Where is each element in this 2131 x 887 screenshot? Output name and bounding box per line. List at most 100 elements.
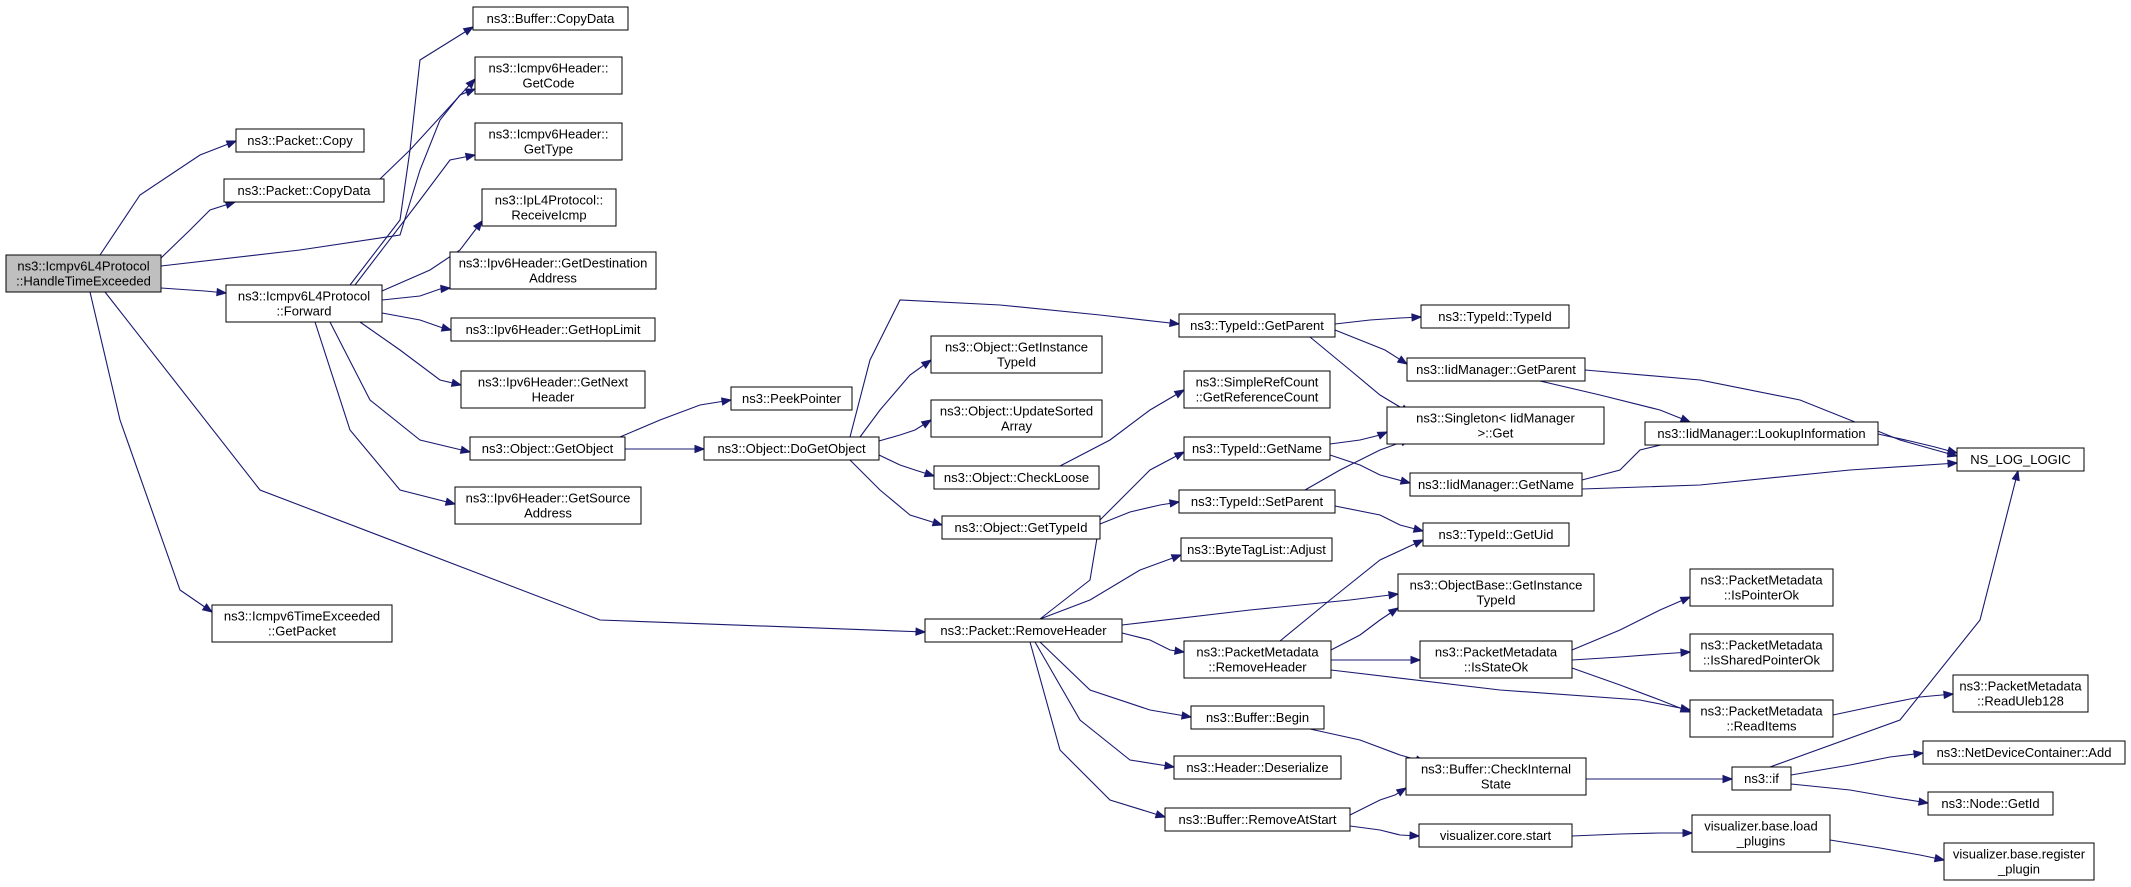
arrowhead-iid_getname-to-ns_log_logic: [1947, 459, 1959, 468]
node-forward[interactable]: ns3::Icmpv6L4Protocol::Forward: [225, 284, 383, 323]
node-box: [1178, 313, 1336, 338]
node-label-line: ns3::IidManager::GetName: [1418, 477, 1574, 492]
node-bytetag_adjust[interactable]: ns3::ByteTagList::Adjust: [1180, 537, 1333, 562]
node-copydata[interactable]: ns3::Packet::CopyData: [223, 178, 385, 203]
arrowhead-root-to-getpacket: [201, 603, 214, 613]
node-label-line: ns3::NetDeviceContainer::Add: [1937, 745, 2112, 760]
node-ndc_add[interactable]: ns3::NetDeviceContainer::Add: [1922, 740, 2126, 765]
node-label-line: ns3::Icmpv6L4Protocol: [238, 289, 370, 304]
node-removeheader[interactable]: ns3::Packet::RemoveHeader: [924, 618, 1123, 643]
node-hdr_deserialize[interactable]: ns3::Header::Deserialize: [1173, 755, 1342, 780]
edge-ns3_if-to-ns_log_logic: [1769, 470, 2019, 768]
node-label-line: ns3::SimpleRefCount: [1196, 375, 1319, 390]
node-iid_lookup[interactable]: ns3::IidManager::LookupInformation: [1644, 421, 1879, 446]
node-box: [1164, 807, 1351, 832]
arrowhead-forward-to-gettype: [464, 152, 477, 162]
edge-forward-to-receiveicmp: [381, 220, 483, 292]
node-receiveicmp[interactable]: ns3::IpL4Protocol::ReceiveIcmp: [481, 188, 617, 227]
node-label-line: ns3::PacketMetadata: [1700, 573, 1823, 588]
node-iid_getparent[interactable]: ns3::IidManager::GetParent: [1406, 357, 1586, 382]
node-buf_removeatstart[interactable]: ns3::Buffer::RemoveAtStart: [1164, 807, 1351, 832]
node-label-line: ns3::PacketMetadata: [1196, 645, 1319, 660]
node-label-line: ns3::if: [1744, 771, 1779, 786]
node-box: [474, 122, 623, 161]
arrowhead-removeheader-to-tid_getname: [1173, 451, 1186, 461]
arrowhead-buf_removeatstart-to-buf_checkinternal: [1395, 787, 1408, 797]
edge-pm_readitems-to-pm_readuleb128: [1832, 693, 1954, 716]
node-label-line: ::IsStateOk: [1464, 660, 1529, 675]
node-gettype[interactable]: ns3::Icmpv6Header::GetType: [474, 122, 623, 161]
node-buf_begin[interactable]: ns3::Buffer::Begin: [1190, 705, 1325, 730]
node-ns_log_logic[interactable]: NS_LOG_LOGIC: [1956, 447, 2085, 472]
node-pm_readuleb128[interactable]: ns3::PacketMetadata::ReadUleb128: [1952, 674, 2089, 713]
node-copy[interactable]: ns3::Packet::Copy: [235, 128, 365, 153]
node-box: [1178, 489, 1336, 514]
node-label-line: visualizer.base.load: [1704, 819, 1817, 834]
arrowhead-pm_isstateok-to-pm_readitems: [1679, 704, 1692, 713]
edge-removeheader-to-objbase_getinst: [1121, 593, 1399, 626]
node-bufcopydata[interactable]: ns3::Buffer::CopyData: [472, 6, 629, 31]
node-label-line: ns3::ByteTagList::Adjust: [1187, 542, 1326, 557]
node-label-line: ns3::PacketMetadata: [1700, 704, 1823, 719]
node-label-line: ns3::Icmpv6Header::: [489, 127, 609, 142]
arrowhead-root-to-getcode: [464, 88, 477, 97]
arrowhead-removeheader-to-pm_removeheader: [1173, 646, 1186, 655]
node-node_getid[interactable]: ns3::Node::GetId: [1927, 791, 2054, 816]
node-pm_removeheader[interactable]: ns3::PacketMetadata::RemoveHeader: [1183, 640, 1332, 679]
node-getobject[interactable]: ns3::Object::GetObject: [469, 436, 626, 461]
node-peekpointer[interactable]: ns3::PeekPointer: [730, 386, 853, 411]
edge-forward-to-getdest: [381, 287, 451, 301]
node-viz_register_plugin[interactable]: visualizer.base.register_plugin: [1943, 842, 2095, 881]
node-singleton_get[interactable]: ns3::Singleton< IidManager >::Get: [1386, 406, 1605, 445]
node-getcode[interactable]: ns3::Icmpv6Header::GetCode: [474, 56, 623, 95]
node-pm_issharedpointerok[interactable]: ns3::PacketMetadata::IsSharedPointerOk: [1689, 633, 1834, 672]
node-box: [1397, 573, 1595, 612]
node-label-line: ns3::Icmpv6Header::: [489, 61, 609, 76]
node-root[interactable]: ns3::Icmpv6L4Protocol::HandleTimeExceede…: [5, 254, 162, 293]
node-label-line: GetCode: [522, 76, 574, 91]
node-objgettypeid[interactable]: ns3::Object::GetTypeId: [941, 515, 1101, 540]
arrowhead-dogetobject-to-checkloose: [923, 469, 936, 478]
node-pm_ispointerok[interactable]: ns3::PacketMetadata::IsPointerOk: [1689, 568, 1834, 607]
node-box: [930, 399, 1103, 438]
node-label-line: ns3::IidManager::LookupInformation: [1657, 426, 1865, 441]
node-box: [225, 284, 383, 323]
node-label-line: ns3::ObjectBase::GetInstance: [1410, 578, 1583, 593]
node-gethoplimit[interactable]: ns3::Ipv6Header::GetHopLimit: [450, 317, 656, 342]
arrowhead-pm_removeheader-to-pm_isstateok: [1410, 655, 1422, 665]
node-tid_typeid[interactable]: ns3::TypeId::TypeId: [1420, 304, 1570, 329]
node-tid_setparent[interactable]: ns3::TypeId::SetParent: [1178, 489, 1336, 514]
node-label-line: ReceiveIcmp: [511, 208, 586, 223]
node-label-line: ::RemoveHeader: [1208, 660, 1307, 675]
node-viz_core_start[interactable]: visualizer.core.start: [1418, 823, 1573, 848]
node-tid_getname[interactable]: ns3::TypeId::GetName: [1183, 436, 1331, 461]
node-ns3_if[interactable]: ns3::if: [1731, 766, 1792, 791]
arrowhead-copydata-to-bufcopydata: [462, 26, 475, 36]
node-getpacket[interactable]: ns3::Icmpv6TimeExceeded::GetPacket: [211, 604, 393, 643]
node-tid_getuid[interactable]: ns3::TypeId::GetUid: [1422, 522, 1570, 547]
node-label-line: ::IsSharedPointerOk: [1703, 653, 1821, 668]
edge-removeheader-to-pm_removeheader: [1121, 632, 1185, 653]
node-viz_load_plugins[interactable]: visualizer.base.load_plugins: [1691, 814, 1831, 853]
node-getrefcount[interactable]: ns3::SimpleRefCount::GetReferenceCount: [1183, 370, 1331, 409]
node-label-line: ns3::TypeId::SetParent: [1191, 494, 1324, 509]
node-pm_readitems[interactable]: ns3::PacketMetadata::ReadItems: [1689, 699, 1834, 738]
node-iid_getname[interactable]: ns3::IidManager::GetName: [1409, 472, 1583, 497]
node-tid_getparent[interactable]: ns3::TypeId::GetParent: [1178, 313, 1336, 338]
node-label-line: ::GetPacket: [268, 624, 336, 639]
node-label-line: ns3::TypeId::GetParent: [1190, 318, 1324, 333]
node-checkloose[interactable]: ns3::Object::CheckLoose: [933, 465, 1100, 490]
node-box: [450, 317, 656, 342]
edge-tid_getname-to-iid_getname: [1329, 454, 1411, 484]
node-dogetobject[interactable]: ns3::Object::DoGetObject: [703, 436, 880, 461]
node-label-line: _plugin: [1997, 862, 2040, 877]
edge-removeheader-to-bytetag_adjust: [1039, 554, 1182, 620]
node-pm_isstateok[interactable]: ns3::PacketMetadata::IsStateOk: [1419, 640, 1573, 679]
